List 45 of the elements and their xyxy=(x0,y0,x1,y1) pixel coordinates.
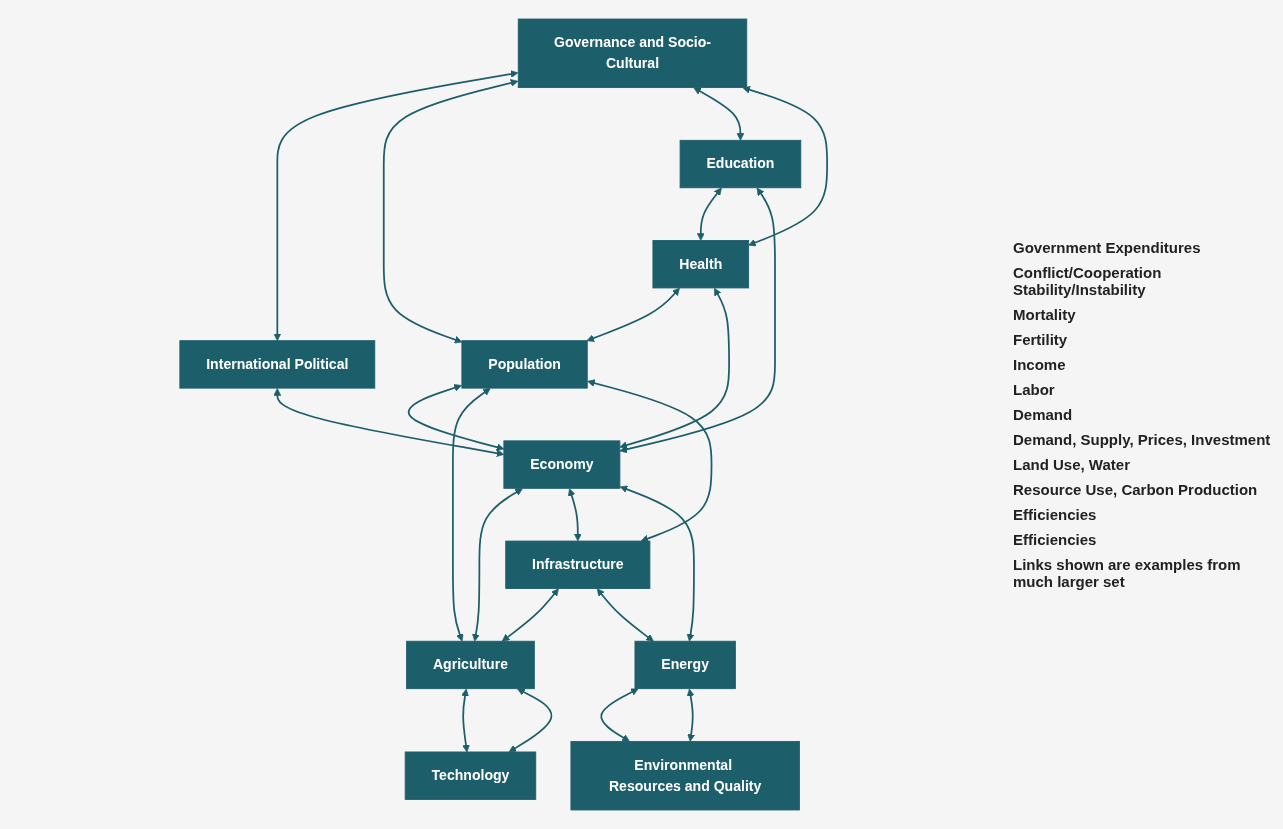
link-note: Efficiencies xyxy=(1013,506,1098,523)
arrow xyxy=(472,488,523,642)
link-note: Income xyxy=(1013,356,1067,373)
link-note: Labor xyxy=(1013,381,1056,398)
link-note: Links shown are examples from much larger set xyxy=(1013,556,1242,590)
node-box: Governance and Socio-Cultural xyxy=(517,18,748,88)
arrow xyxy=(600,688,639,742)
arrow xyxy=(508,688,553,753)
arrow xyxy=(619,187,776,454)
arrow xyxy=(619,287,730,449)
node-box: Technology xyxy=(404,751,537,800)
arrow xyxy=(452,388,491,642)
node-box: Population xyxy=(461,340,588,389)
node-box: Economy xyxy=(503,440,621,489)
node-box: Infrastructure xyxy=(505,540,651,589)
node-box: International Political xyxy=(179,340,376,389)
arrow xyxy=(693,87,745,141)
node-box: Health xyxy=(652,240,750,289)
arrow xyxy=(686,688,695,742)
link-note: Efficiencies xyxy=(1013,531,1098,548)
arrow xyxy=(273,388,505,457)
link-note: Conflict/Cooperation Stability/Instability xyxy=(1013,264,1163,298)
arrow xyxy=(501,588,559,642)
arrow xyxy=(407,384,505,451)
link-note: Fertility xyxy=(1013,331,1069,348)
node-box: Energy xyxy=(634,640,736,690)
arrow xyxy=(619,485,695,642)
link-note: Land Use, Water xyxy=(1013,456,1131,473)
link-note: Demand xyxy=(1013,406,1074,423)
node-box: Education xyxy=(679,139,802,189)
link-note: Resource Use, Carbon Production xyxy=(1013,481,1259,498)
node-box: Agriculture xyxy=(406,640,535,690)
arrow xyxy=(273,70,519,342)
arrow xyxy=(461,688,470,753)
arrow xyxy=(696,187,722,241)
arrow xyxy=(742,86,829,247)
link-note: Mortality xyxy=(1013,306,1077,323)
arrow xyxy=(587,379,713,543)
arrow xyxy=(586,287,680,342)
arrow xyxy=(382,79,519,344)
link-note: Government Expenditures xyxy=(1013,239,1202,256)
node-box: Environmental Resources and Quality xyxy=(570,740,800,811)
arrow xyxy=(567,488,582,542)
arrow xyxy=(596,588,654,642)
link-note: Demand, Supply, Prices, Investment xyxy=(1013,431,1272,448)
